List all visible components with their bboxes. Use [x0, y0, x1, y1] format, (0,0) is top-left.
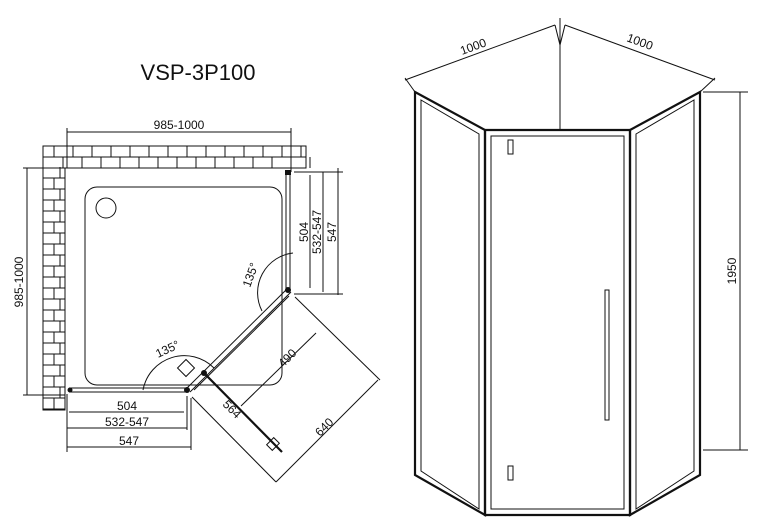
elevation-view: 1000 1000 1950: [404, 18, 748, 517]
wall-left: [42, 167, 66, 411]
left-panel: [413, 90, 487, 517]
dim-door-swing: 640: [312, 415, 336, 439]
dim-bottom-opening: 532-547: [105, 415, 149, 429]
dim-door-glass: 490: [275, 346, 299, 370]
dim-bottom-total: 547: [119, 434, 139, 448]
dim-right-glass: 504: [297, 222, 311, 242]
shower-tray: [84, 186, 283, 386]
plan-view: 135° 135° 985-1000 985-1000 504 532-547 …: [12, 118, 381, 483]
angle-arc-left: [142, 355, 215, 391]
door-panel: [483, 128, 632, 517]
hinge-bottom: [507, 465, 514, 481]
angle-left-label: 135°: [153, 337, 182, 360]
angle-arc-right: [257, 252, 294, 312]
fixed-panels: [67, 170, 292, 393]
dim-height: 1950: [725, 257, 739, 284]
dim-left-height: 985-1000: [12, 256, 26, 307]
drain-icon: [95, 197, 117, 219]
model-title: VSP-3P100: [141, 60, 256, 85]
dim-right-total: 547: [325, 222, 339, 242]
dim-door-width: 564: [220, 397, 244, 421]
door-open: [176, 358, 283, 453]
hinge-top: [507, 139, 514, 155]
wall-top: [42, 145, 311, 169]
dim-top-width: 985-1000: [154, 118, 205, 132]
dim-right-opening: 532-547: [310, 210, 324, 254]
right-panel: [628, 90, 702, 517]
dim-right-width: 1000: [625, 31, 655, 53]
dim-bottom-glass: 504: [117, 399, 137, 413]
door-handle: [604, 289, 610, 421]
